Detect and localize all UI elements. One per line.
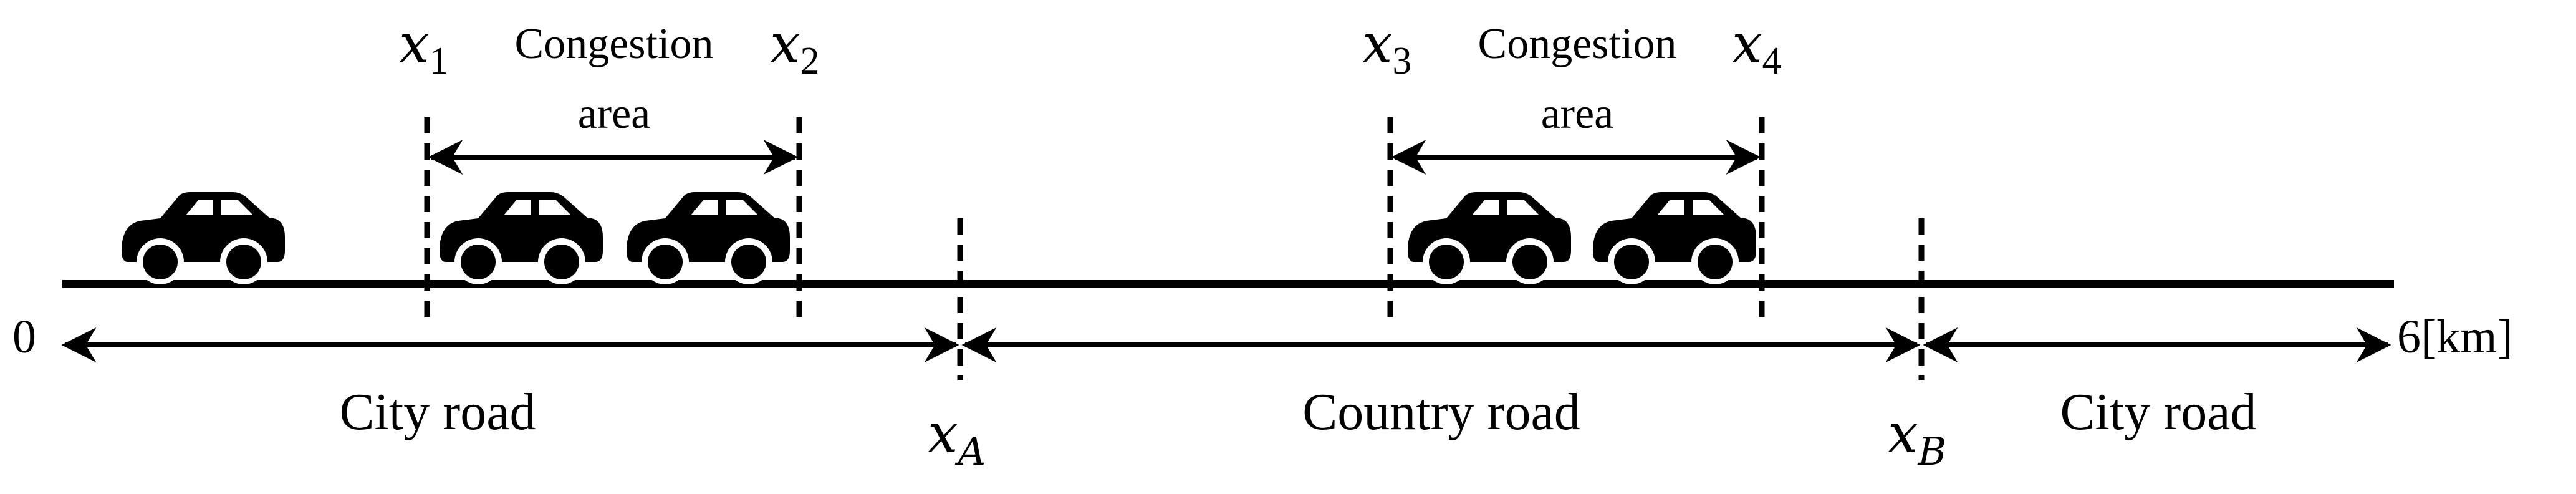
car-icon xyxy=(1408,192,1571,284)
xB-label: xB xyxy=(1888,403,1946,474)
congestion-1-label: Congestion xyxy=(515,20,714,68)
segment-label-city-2: City road xyxy=(2060,383,2257,441)
congestion-2-label: Congestion xyxy=(1478,20,1677,68)
x1-label: x1 xyxy=(399,13,449,82)
congestion-1-label-area: area xyxy=(578,90,651,138)
segment-label-country: Country road xyxy=(1302,383,1580,441)
congestion-2-label-area: area xyxy=(1541,90,1614,138)
segment-label-city-1: City road xyxy=(340,383,536,441)
car-icon xyxy=(122,192,285,284)
end-label: 6[km] xyxy=(2397,311,2513,363)
start-label: 0 xyxy=(12,311,36,363)
x2-label: x2 xyxy=(770,13,820,82)
car-icon xyxy=(1593,192,1756,284)
x4-label: x4 xyxy=(1732,13,1782,82)
xA-label: xA xyxy=(928,403,986,474)
car-icon xyxy=(627,192,790,284)
x3-label: x3 xyxy=(1362,13,1412,82)
car-icon xyxy=(440,192,603,284)
